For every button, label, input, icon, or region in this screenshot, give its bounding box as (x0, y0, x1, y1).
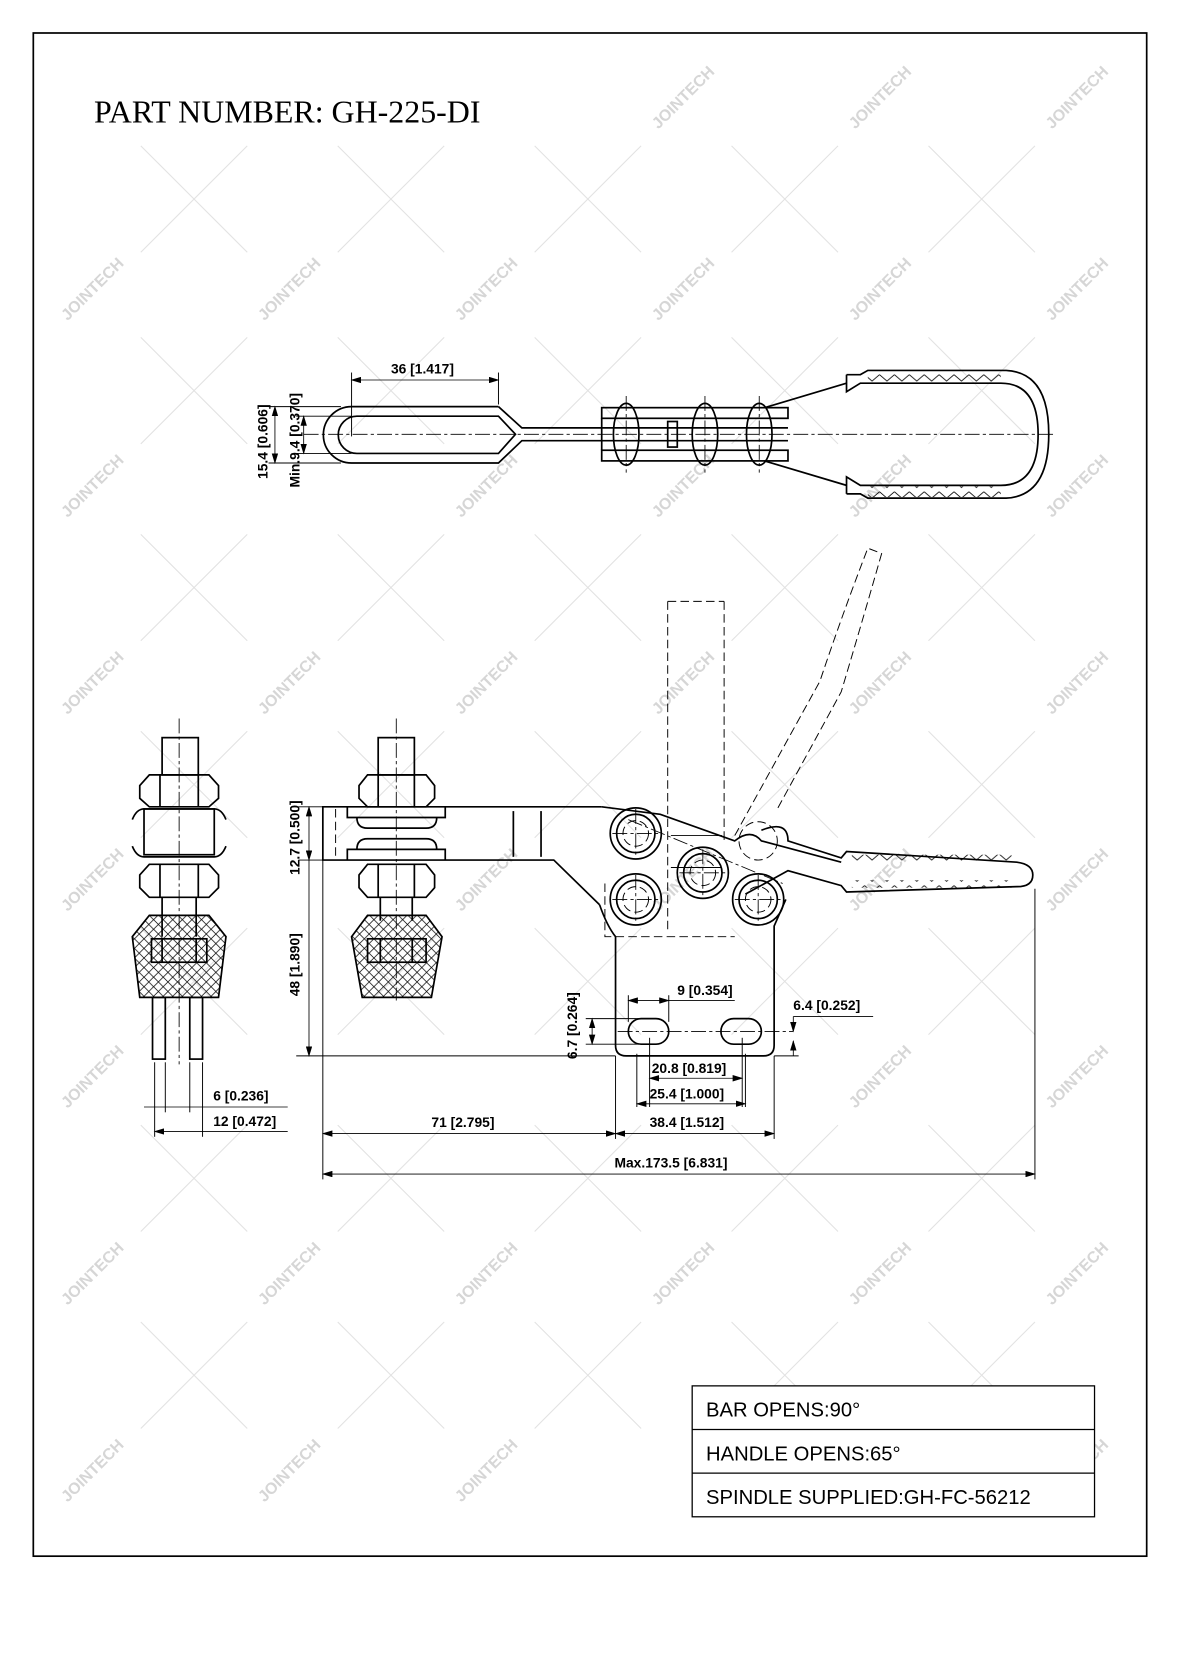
watermark-line (140, 1124, 248, 1232)
top-view: 36 [1.417] 15.4 [0.606] Min.9.4 [0.370] (254, 361, 1055, 499)
watermark-line (928, 730, 1036, 839)
watermark-line (140, 730, 248, 839)
watermark-text: JOINTECH (58, 846, 127, 915)
watermark-text: JOINTECH (58, 255, 127, 324)
watermark-line (140, 533, 248, 642)
watermark-text: JOINTECH (58, 452, 127, 521)
watermark-text: JOINTECH (452, 1240, 521, 1309)
watermark-text: JOINTECH (846, 63, 915, 132)
dim-slot-width: 6.7 [0.264] (564, 992, 580, 1059)
watermark-text: JOINTECH (846, 1043, 915, 1112)
watermark-text: JOINTECH (255, 1240, 324, 1309)
watermark-text: JOINTECH (846, 255, 915, 324)
watermark-line (731, 145, 839, 253)
watermark-text: JOINTECH (649, 255, 718, 324)
watermark-line (731, 337, 839, 445)
spec-spindle-supplied: SPINDLE SUPPLIED:GH-FC-56212 (706, 1487, 1031, 1509)
watermark-line (928, 1124, 1036, 1232)
watermark-line (140, 337, 248, 445)
watermark-line (140, 1321, 248, 1429)
dim-spindle-leg: 6 [0.236] (213, 1088, 268, 1104)
watermark-text: JOINTECH (649, 63, 718, 132)
watermark-text: JOINTECH (255, 649, 324, 718)
watermark-line (140, 145, 248, 253)
dim-bar-thickness: 12.7 [0.500] (286, 800, 302, 875)
watermark-text: JOINTECH (1043, 255, 1112, 324)
watermark-line (928, 533, 1036, 642)
watermark-text: JOINTECH (1043, 1043, 1112, 1112)
watermark-line (534, 533, 642, 642)
watermark-line (534, 730, 642, 839)
watermark-line (337, 337, 445, 445)
watermark-text: JOINTECH (58, 1240, 127, 1309)
drawing-border (32, 32, 1148, 1558)
dim-top-outer-width: 15.4 [0.606] (254, 404, 270, 479)
watermark-line (731, 1124, 839, 1232)
spec-table: BAR OPENS:90° HANDLE OPENS:65° SPINDLE S… (691, 1385, 1096, 1518)
watermark-line (928, 927, 1036, 1035)
watermark-line (534, 337, 642, 445)
watermark-line (731, 730, 839, 839)
watermark-line (534, 1321, 642, 1429)
watermark-text: JOINTECH (1043, 846, 1112, 915)
watermark-line (337, 145, 445, 253)
watermark-line (928, 337, 1036, 445)
dim-reach: 71 [2.795] (431, 1114, 494, 1130)
watermark-text: JOINTECH (846, 1240, 915, 1309)
watermark-text: JOINTECH (1043, 1240, 1112, 1309)
watermark-text: JOINTECH (452, 846, 521, 915)
dim-top-inner-width: Min.9.4 [0.370] (286, 393, 302, 488)
watermark-line (534, 927, 642, 1035)
watermark-text: JOINTECH (1043, 63, 1112, 132)
watermark-line (337, 730, 445, 839)
watermark-text: JOINTECH (58, 1436, 127, 1505)
dim-slot-edge: 6.4 [0.252] (793, 997, 860, 1013)
watermark-text: JOINTECH (1043, 452, 1112, 521)
watermark-text: JOINTECH (452, 649, 521, 718)
watermark-text: JOINTECH (58, 1043, 127, 1112)
dim-hole-spacing: 25.4 [1.000] (650, 1085, 725, 1101)
dim-base-width: 38.4 [1.512] (650, 1114, 725, 1130)
watermark-line (928, 145, 1036, 253)
watermark-line (731, 927, 839, 1035)
watermark-text: JOINTECH (452, 255, 521, 324)
watermark-text: JOINTECH (649, 649, 718, 718)
watermark-line (337, 1321, 445, 1429)
watermark-text: JOINTECH (255, 1436, 324, 1505)
spec-handle-opens: HANDLE OPENS:65° (706, 1443, 901, 1465)
watermark-text: JOINTECH (255, 255, 324, 324)
dim-spindle-width: 12 [0.472] (213, 1113, 276, 1129)
dim-top-length: 36 [1.417] (391, 361, 454, 377)
watermark-line (731, 533, 839, 642)
watermark-text: JOINTECH (649, 1240, 718, 1309)
side-view: 12.7 [0.500] 48 [1.890] 6.7 [0.264] 9 [0… (286, 547, 1036, 1180)
watermark-text: JOINTECH (58, 649, 127, 718)
watermark-text: JOINTECH (649, 452, 718, 521)
dim-overall-length: Max.173.5 [6.831] (614, 1155, 727, 1171)
watermark-line (534, 145, 642, 253)
dim-hole-spacing-inner: 20.8 [0.819] (652, 1060, 727, 1076)
watermark-line (337, 1124, 445, 1232)
watermark-line (337, 533, 445, 642)
watermark-text: JOINTECH (452, 1436, 521, 1505)
watermark-text: JOINTECH (1043, 649, 1112, 718)
spindle-end-view: 6 [0.236] 12 [0.472] (131, 718, 288, 1137)
dim-slot-length: 9 [0.354] (677, 982, 732, 998)
watermark-line (534, 1124, 642, 1232)
part-number-title: PART NUMBER: GH-225-DI (94, 94, 481, 129)
spec-bar-opens: BAR OPENS:90° (706, 1400, 860, 1422)
watermark-text: JOINTECH (846, 649, 915, 718)
dim-height: 48 [1.890] (286, 933, 302, 996)
